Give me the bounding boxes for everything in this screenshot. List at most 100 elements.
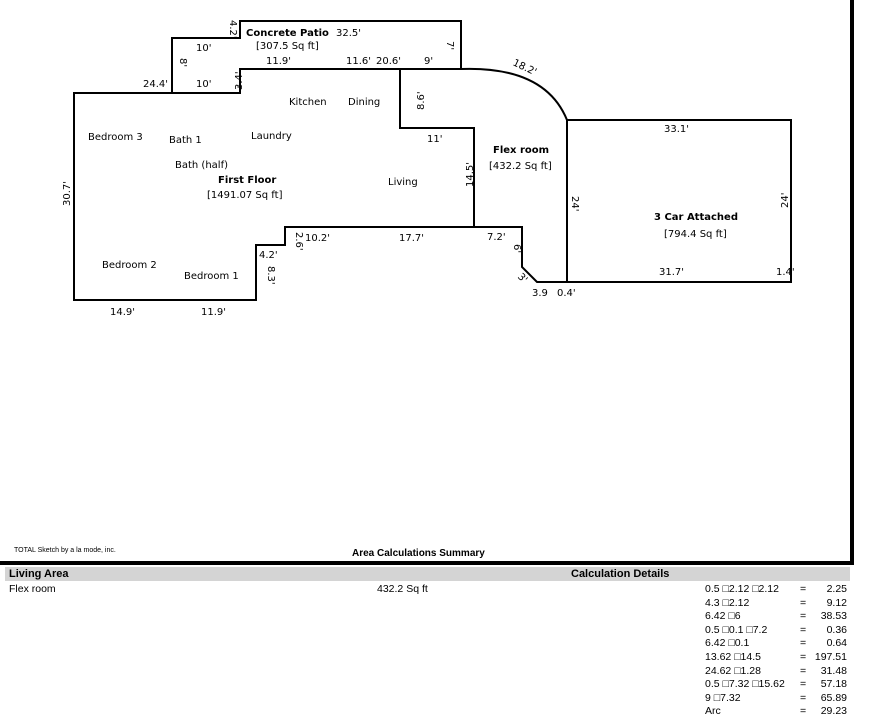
software-credit: TOTAL Sketch by a la mode, inc. [14, 547, 116, 554]
calc-expr: 4.3 □2.12 [705, 596, 750, 609]
dim: 1.4' [776, 267, 795, 278]
calc-expr: 13.62 □14.5 [705, 650, 761, 663]
calc-expr: 6.42 □0.1 [705, 637, 750, 650]
dim: 24' [780, 193, 791, 208]
calc-line: 13.62 □14.5 = 197.51 [705, 651, 847, 665]
flex-room-outline [400, 67, 568, 283]
dim: 11' [427, 134, 442, 145]
dim: 30.7' [62, 181, 73, 206]
calc-details-header: Calculation Details [571, 568, 670, 580]
area-label: [307.5 Sq ft] [256, 41, 319, 52]
calc-val: 2.25 [826, 583, 847, 595]
dim: 33.1' [664, 124, 689, 135]
dim: 4.2' [259, 250, 278, 261]
room-label: 3 Car Attached [654, 212, 738, 223]
calc-line: 0.5 □7.32 □15.62 = 57.18 [705, 678, 847, 692]
calc-val: 65.89 [820, 691, 847, 704]
dim: 17.7' [399, 233, 424, 244]
dim: 2.6' [293, 232, 304, 251]
row-name: Flex room [9, 583, 56, 595]
dim: 32.5' [336, 28, 361, 39]
calc-val: 9.12 [826, 596, 847, 609]
calc-expr: 6.42 □6 [705, 610, 741, 623]
calc-val: 29.23 [820, 705, 847, 718]
dim: 11.9' [201, 307, 226, 318]
area-label: [794.4 Sq ft] [664, 229, 727, 240]
room-label: Concrete Patio [246, 28, 329, 39]
calc-val: 38.53 [820, 610, 847, 623]
calc-line: 0.5 □2.12 □2.12 = 2.25 [705, 583, 847, 597]
calc-line: 4.3 □2.12 = 9.12 [705, 597, 847, 611]
dim: 14.9' [110, 307, 135, 318]
area-label: [432.2 Sq ft] [489, 161, 552, 172]
calc-eq: = [800, 623, 807, 636]
dim: 3' [515, 272, 529, 286]
calc-eq: = [800, 596, 807, 609]
calc-eq: = [800, 678, 807, 691]
area-name: First Floor [218, 175, 276, 186]
dim: 8' [177, 58, 188, 67]
room-label: Flex room [493, 145, 549, 156]
frame-border-bottom [0, 561, 854, 565]
room-label: Living [388, 177, 418, 188]
calc-eq: = [800, 637, 807, 650]
calc-val: 197.51 [814, 650, 847, 663]
calc-eq: = [800, 664, 807, 677]
room-label: Bath 1 [169, 135, 202, 146]
dim: 7' [444, 41, 455, 50]
room-label: Bedroom 1 [184, 271, 239, 282]
dim: 31.7' [659, 267, 684, 278]
summary-header: Living Area Calculation Details [5, 567, 850, 581]
dim: 3.4' [234, 71, 245, 90]
calc-eq: = [800, 691, 807, 704]
calc-val: 57.18 [820, 678, 847, 691]
calc-expr: 0.5 □7.32 □15.62 [705, 678, 785, 691]
floor-plan-sketch: Concrete Patio [307.5 Sq ft] 10' 10' 8' … [62, 20, 795, 318]
room-label: Bath (half) [175, 160, 228, 171]
calc-eq: = [800, 650, 807, 663]
dim: 20.6' [376, 56, 401, 67]
dim: 3.9 [532, 288, 548, 299]
room-label: Kitchen [289, 97, 327, 108]
calc-line: 0.5 □0.1 □7.2 = 0.36 [705, 624, 847, 638]
room-label: Dining [348, 97, 380, 108]
dim: 10.2' [305, 233, 330, 244]
dim: 11.6' [346, 56, 371, 67]
calc-expr: 0.5 □0.1 □7.2 [705, 623, 768, 636]
calc-eq: = [800, 583, 807, 595]
calc-line: 6.42 □6 = 38.53 [705, 610, 847, 624]
calc-line: 9 □7.32 = 65.89 [705, 692, 847, 706]
dim: 14.5' [465, 162, 476, 187]
dim: 7.2' [487, 232, 506, 243]
calc-val: 0.36 [826, 623, 847, 636]
calc-line: 24.62 □1.28=31.48 [705, 665, 847, 679]
dim: 8.6' [416, 91, 427, 110]
summary-title: Area Calculations Summary [352, 548, 485, 559]
room-label: Bedroom 2 [102, 260, 157, 271]
dim: 6' [511, 244, 522, 253]
room-label: Bedroom 3 [88, 132, 143, 143]
dim: 10' [196, 43, 211, 54]
dim: 11.9' [266, 56, 291, 67]
dim: 10' [196, 79, 211, 90]
living-area-header: Living Area [9, 568, 69, 580]
dim: 4.2' [227, 20, 238, 39]
calc-val: 31.48 [820, 664, 847, 677]
calc-val: 0.64 [826, 637, 847, 650]
calc-eq: = [800, 610, 807, 623]
row-area: 432.2 Sq ft [377, 583, 428, 595]
dim: 24' [569, 196, 580, 211]
dim: 9' [424, 56, 433, 67]
garage-outline [566, 119, 792, 283]
area-label: [1491.07 Sq ft] [207, 190, 283, 201]
calc-eq: = [800, 705, 807, 718]
room-label: Laundry [251, 131, 292, 142]
dim: 24.4' [143, 79, 168, 90]
dim: 0.4' [557, 288, 576, 299]
calc-expr: 9 □7.32 [705, 691, 741, 704]
calc-expr: Arc [705, 705, 721, 718]
dim: 8.3' [265, 266, 276, 285]
calc-line: 6.42 □0.1 = 0.64 [705, 637, 847, 651]
calc-expr: 0.5 □2.12 □2.12 [705, 583, 779, 595]
